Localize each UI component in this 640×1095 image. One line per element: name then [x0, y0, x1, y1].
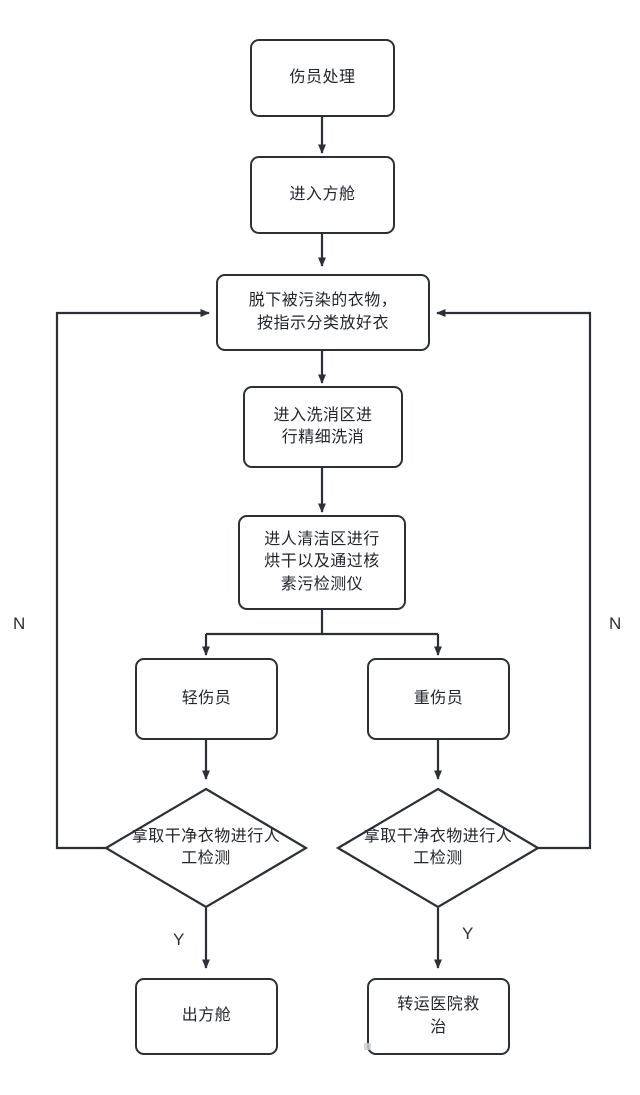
node-decision-manual-check-right[interactable]: 拿取干净衣物进行人 工检测	[333, 806, 543, 890]
node-exit-shelter[interactable]: 出方舱	[135, 978, 278, 1055]
selection-artifact-handle	[364, 1043, 371, 1050]
node-label: 拿取干净衣物进行人 工检测	[131, 827, 281, 867]
node-label: 进入方舱	[289, 185, 356, 203]
node-minor-injury[interactable]: 轻伤员	[135, 658, 278, 740]
edge-label-right-no: N	[609, 614, 622, 633]
node-label: 伤员处理	[289, 68, 356, 86]
edge-n8-n3-no-loop	[55, 309, 210, 850]
node-severe-injury[interactable]: 重伤员	[367, 658, 510, 740]
edge-label-left-no: N	[13, 614, 26, 633]
edge-n9-n3-no-loop	[436, 309, 592, 850]
node-enter-shelter[interactable]: 进入方舱	[250, 156, 395, 234]
node-decontamination-zone[interactable]: 进入洗消区进 行精细洗消	[243, 386, 403, 468]
node-decision-manual-check-left[interactable]: 拿取干净衣物进行人 工检测	[101, 806, 311, 890]
node-label: 轻伤员	[181, 689, 232, 707]
node-label: 进入洗消区进 行精细洗消	[273, 406, 373, 446]
edge-label-right-yes: Y	[462, 924, 474, 943]
node-casualty-handling[interactable]: 伤员处理	[250, 39, 395, 117]
node-remove-contaminated-clothing[interactable]: 脱下被污染的衣物， 按指示分类放好衣	[216, 274, 430, 351]
decision-shape-right	[335, 787, 541, 909]
node-label: 转运医院救 治	[397, 996, 480, 1036]
node-clean-zone-drying-detection[interactable]: 进人清洁区进行 烘干以及通过核 素污检测仪	[238, 515, 406, 610]
node-label: 重伤员	[413, 689, 464, 707]
decision-shape-left	[103, 787, 309, 909]
edge-label-left-yes: Y	[173, 930, 185, 949]
node-label: 脱下被污染的衣物， 按指示分类放好衣	[248, 292, 398, 332]
node-label: 进人清洁区进行 烘干以及通过核 素污检测仪	[264, 531, 380, 593]
node-label: 拿取干净衣物进行人 工检测	[363, 827, 513, 867]
node-transfer-to-hospital[interactable]: 转运医院救 治	[367, 978, 510, 1055]
node-label: 出方舱	[181, 1007, 232, 1025]
